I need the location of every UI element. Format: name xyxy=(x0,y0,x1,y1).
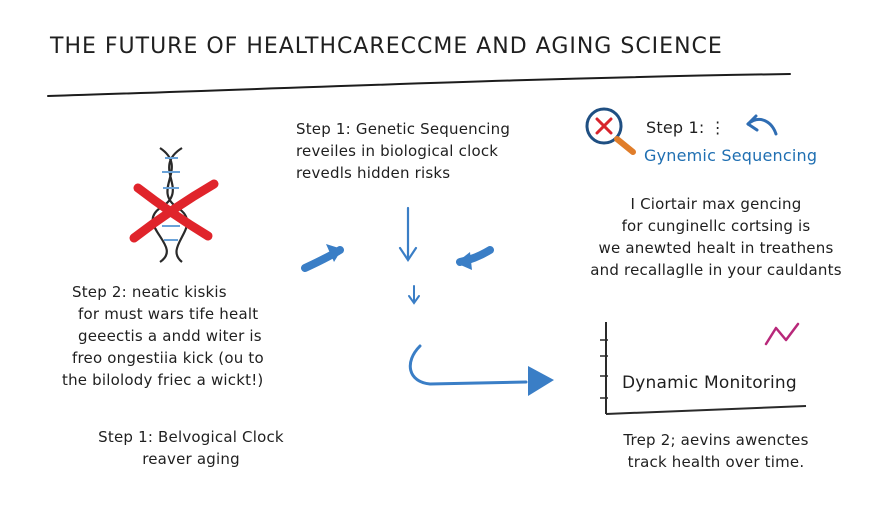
top-middle-text: Step 1: Genetic Sequencing reveiles in b… xyxy=(296,118,510,184)
left-line: Step 2: neatic kiskis xyxy=(72,283,227,301)
chart-label: Dynamic Monitoring xyxy=(622,373,797,393)
left-line: for must wars tife healt xyxy=(78,305,259,323)
small-down-arrow-icon xyxy=(408,285,420,305)
top-right-step-label: Step 1: ⋮ xyxy=(646,118,726,137)
top-middle-line: revedls hidden risks xyxy=(296,164,451,182)
left-line: the bilolody friec a wickt!) xyxy=(62,371,264,389)
hook-arrow-icon xyxy=(408,344,554,396)
top-right-line: we anewted healt in treathens xyxy=(598,239,834,257)
bottom-left-line: reaver aging xyxy=(142,450,240,468)
squiggle-icon xyxy=(764,322,800,346)
top-right-line: I Ciortair max gencing xyxy=(630,195,802,213)
bottom-right-line: Trep 2; aevins awenctes xyxy=(623,431,809,449)
bottom-right-text: Trep 2; aevins awenctes track health ove… xyxy=(606,429,826,473)
top-right-line: for cunginellc cortsing is xyxy=(621,217,811,235)
top-right-text: I Ciortair max gencing for cunginellc co… xyxy=(566,193,866,281)
bottom-left-line: Step 1: Belvogical Clock xyxy=(98,428,284,446)
curved-arrow-icon xyxy=(746,114,778,136)
left-line: geeectis a andd witer is xyxy=(78,327,262,345)
magnifier-icon xyxy=(585,107,636,155)
top-middle-line: Step 1: Genetic Sequencing xyxy=(296,120,511,138)
down-arrow-icon xyxy=(398,206,418,262)
title-underline xyxy=(47,73,791,97)
red-x-icon xyxy=(129,179,219,243)
page-title: THE FUTURE OF HEALTHCARECCME AND AGING S… xyxy=(50,34,723,59)
arrow-left-icon xyxy=(456,246,494,270)
top-right-subtitle: Gynemic Sequencing xyxy=(644,146,818,165)
chart-axes xyxy=(600,322,807,415)
left-text: Step 2: neatic kiskis for must wars tife… xyxy=(62,281,264,391)
top-right-line: and recallaglle in your cauldants xyxy=(590,261,842,279)
bottom-right-line: track health over time. xyxy=(627,453,805,471)
arrow-right-up-icon xyxy=(301,244,344,272)
left-line: freo ongestiia kick (ou to xyxy=(72,349,264,367)
bottom-left-text: Step 1: Belvogical Clock reaver aging xyxy=(86,426,296,470)
top-middle-line: reveiles in biological clock xyxy=(296,142,499,160)
